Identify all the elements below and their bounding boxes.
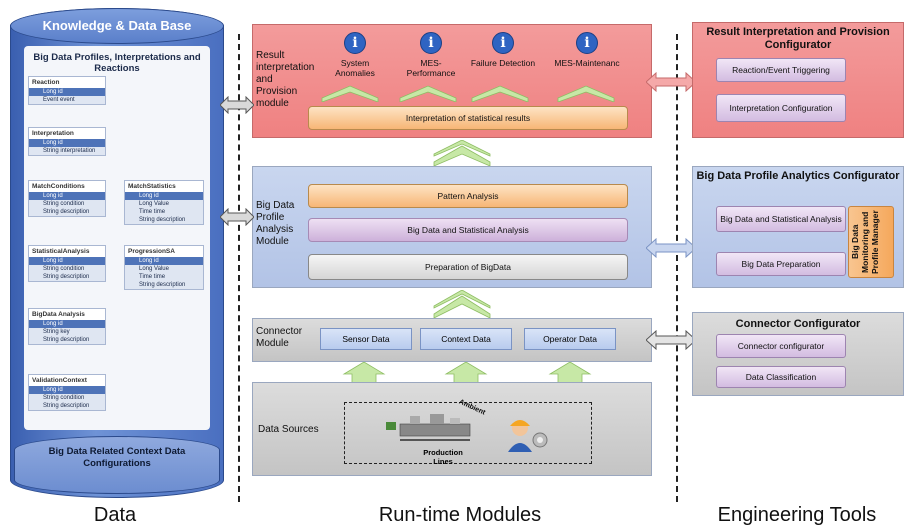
context-data-box: Context Data (420, 328, 512, 350)
analytics-configurator-title: Big Data Profile Analytics Configurator (696, 170, 900, 182)
table-field: String condition (43, 266, 85, 272)
table-bigdata-analysis: BigData Analysis Long id String key Stri… (28, 308, 106, 345)
table-name: BigData Analysis (29, 309, 105, 320)
column-label-runtime: Run-time Modules (378, 504, 542, 526)
info-icon: i (576, 32, 598, 54)
double-arrow-icon (646, 238, 696, 258)
table-field: String description (43, 274, 90, 280)
chevron-up-icon (399, 85, 457, 102)
double-arrow-icon (220, 96, 254, 114)
info-icon: i (420, 32, 442, 54)
chevrons-result (321, 85, 615, 102)
table-field: String description (139, 282, 186, 288)
data-classification-item: Data Classification (716, 366, 846, 388)
monitoring-manager-box (848, 206, 894, 278)
operator-icon (508, 420, 548, 452)
arrow-up-icon (433, 290, 491, 318)
reaction-triggering-item: Reaction/Event Triggering (716, 58, 846, 82)
interpretation-bar: Interpretation of statistical results (308, 106, 628, 130)
production-lines-label: Production Lines (423, 448, 463, 466)
preparation-bar: Preparation of BigData (308, 254, 628, 280)
table-field: String description (43, 337, 90, 343)
table-matchconditions: MatchConditions Long id String condition… (28, 180, 106, 217)
arrow-up-icon (433, 140, 491, 166)
table-field: Long Value (139, 201, 169, 207)
separator-left (238, 34, 240, 502)
schema-panel (24, 46, 210, 430)
table-field: String description (43, 209, 90, 215)
sensor-data-box: Sensor Data (320, 328, 412, 350)
schema-title: Big Data Profiles, Interpretations and R… (33, 52, 201, 74)
table-field: Time time (139, 209, 166, 215)
table-field: Event event (43, 97, 75, 103)
table-field: String condition (43, 201, 85, 207)
table-name: ProgressionSA (125, 246, 203, 257)
mes-performance-label: MES-Performance (406, 58, 456, 78)
result-module-label: Result interpretation and Provision modu… (256, 50, 315, 109)
context-data-label: Big Data Related Context Data Configurat… (48, 446, 186, 469)
failure-detection-label: Failure Detection (470, 58, 536, 68)
table-statisticalanalysis: StatisticalAnalysis Long id String condi… (28, 245, 106, 282)
table-reaction: Reaction Long id Event event (28, 76, 106, 105)
info-icon: i (344, 32, 366, 54)
context-data-cylinder (14, 436, 220, 494)
table-field-pk: Long id (29, 386, 105, 394)
statistical-analysis-bar: Big Data and Statistical Analysis (308, 218, 628, 242)
double-arrow-icon (646, 330, 696, 350)
production-line-icon (386, 414, 471, 441)
system-anomalies-label: System Anomalies (335, 58, 375, 78)
info-icon: i (492, 32, 514, 54)
double-arrow-icon (220, 208, 254, 226)
column-label-engineering: Engineering Tools (717, 504, 877, 526)
table-name: ValidationContext (29, 375, 105, 386)
table-name: StatisticalAnalysis (29, 246, 105, 257)
table-field: String description (43, 403, 90, 409)
table-field: String interpretation (43, 148, 96, 154)
table-field: Time time (139, 274, 166, 280)
connector-module-label: Connector Module (256, 326, 303, 349)
table-progressionsa: ProgressionSA Long id Long Value Time ti… (124, 245, 204, 290)
operator-data-box: Operator Data (524, 328, 616, 350)
table-name: Interpretation (29, 128, 105, 139)
double-arrow-icon (646, 72, 696, 92)
chevron-up-icon (471, 85, 529, 102)
column-label-data: Data (93, 504, 137, 526)
table-name: MatchConditions (29, 181, 105, 192)
table-name: MatchStatistics (125, 181, 203, 192)
analysis-module-label: Big Data Profile Analysis Module (256, 200, 295, 247)
mes-maintenance-label: MES-Maintenanc (554, 58, 620, 68)
table-field-pk: Long id (125, 257, 203, 265)
data-sources-box (344, 402, 592, 464)
table-field: String condition (43, 395, 85, 401)
connector-configurator-title: Connector Configurator (735, 318, 861, 330)
pattern-analysis-bar: Pattern Analysis (308, 184, 628, 208)
connector-config-item: Connector configurator (716, 334, 846, 358)
chevron-up-icon (557, 85, 615, 102)
chevron-up-icon (321, 85, 379, 102)
table-field-pk: Long id (29, 257, 105, 265)
table-field-pk: Long id (29, 320, 105, 328)
table-name: Reaction (29, 77, 105, 88)
table-field: String key (43, 329, 70, 335)
cylinder-top (10, 8, 224, 44)
table-field-pk: Long id (29, 192, 105, 200)
table-field: String description (139, 217, 186, 223)
interpretation-config-item: Interpretation Configuration (716, 94, 846, 122)
result-configurator-title: Result Interpretation and Provision Conf… (706, 26, 890, 51)
table-matchstatistics: MatchStatistics Long id Long Value Time … (124, 180, 204, 225)
table-field-pk: Long id (125, 192, 203, 200)
bigdata-preparation-item: Big Data Preparation (716, 252, 846, 276)
knowledge-base-title: Knowledge & Data Base (42, 18, 192, 33)
statistical-analysis-item: Big Data and Statistical Analysis (716, 206, 846, 232)
table-field-pk: Long id (29, 139, 105, 147)
table-field-pk: Long id (29, 88, 105, 96)
separator-right (676, 34, 678, 502)
monitoring-manager-label: Big Data Monitoring and Profile Manager (850, 210, 880, 274)
data-sources-label: Data Sources (258, 424, 319, 435)
table-field: Long Value (139, 266, 169, 272)
table-interpretation: Interpretation Long id String interpreta… (28, 127, 106, 156)
table-validationcontext: ValidationContext Long id String conditi… (28, 374, 106, 411)
